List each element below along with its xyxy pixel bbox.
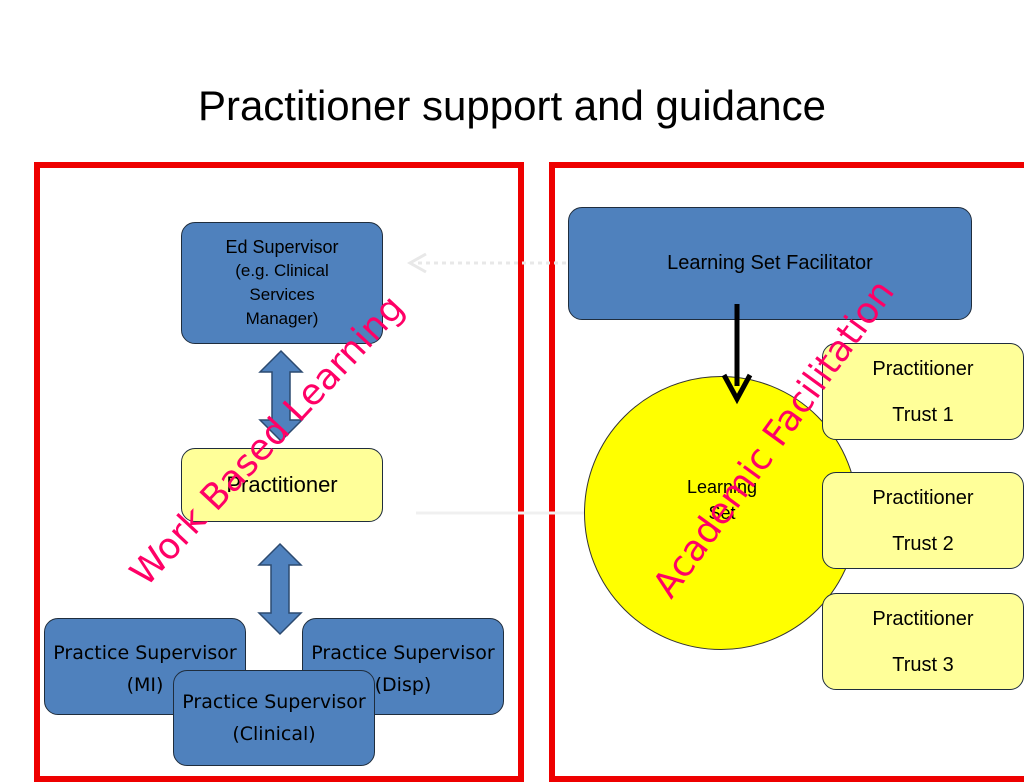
trust-3-line1: Practitioner — [872, 607, 974, 630]
ps-clinical-line2: (Clinical) — [232, 723, 316, 745]
practitioner-trust-3-box: Practitioner Trust 3 — [822, 593, 1024, 690]
learning-set-facilitator-box: Learning Set Facilitator — [568, 207, 972, 320]
ed-supervisor-line2: (e.g. Clinical — [235, 261, 329, 280]
practitioner-trust-1-box: Practitioner Trust 1 — [822, 343, 1024, 440]
ed-supervisor-box: Ed Supervisor (e.g. Clinical Services Ma… — [181, 222, 383, 344]
double-arrow-upper — [258, 349, 304, 443]
trust-1-line2: Trust 1 — [892, 403, 954, 426]
facilitator-to-learning-set-head — [721, 373, 753, 405]
learning-set-label-line1: Learning — [686, 477, 758, 497]
practice-supervisor-clinical-box: Practice Supervisor (Clinical) — [173, 670, 375, 766]
ps-disp-line1: Practice Supervisor — [311, 642, 495, 664]
trust-1-line1: Practitioner — [872, 357, 974, 380]
trust-2-line2: Trust 2 — [892, 532, 954, 555]
practitioner-trust-2-box: Practitioner Trust 2 — [822, 472, 1024, 569]
ed-supervisor-line3: Services — [249, 285, 315, 304]
learning-set-circle — [584, 376, 858, 650]
ps-mi-line2: (MI) — [126, 674, 164, 696]
ed-supervisor-line4: Manager) — [245, 309, 319, 328]
ps-mi-line1: Practice Supervisor — [53, 642, 237, 664]
practitioner-label: Practitioner — [226, 472, 338, 497]
ps-disp-line2: (Disp) — [374, 674, 432, 696]
slide-title: Practitioner support and guidance — [197, 82, 827, 129]
learning-set-label: Learning Set — [662, 474, 782, 526]
ed-supervisor-line1: Ed Supervisor — [225, 237, 339, 257]
practice-supervisor-disp-box: Practice Supervisor (Disp) — [302, 618, 504, 715]
trust-3-line2: Trust 3 — [892, 653, 954, 676]
dotted-link-left-head — [406, 252, 427, 274]
ps-clinical-line1: Practice Supervisor — [182, 691, 366, 713]
learning-set-facilitator-label: Learning Set Facilitator — [667, 252, 873, 274]
trust-2-line1: Practitioner — [872, 486, 974, 509]
double-arrow-lower — [257, 542, 303, 636]
practitioner-box: Practitioner — [181, 448, 383, 522]
learning-set-label-line2: Set — [708, 503, 736, 523]
